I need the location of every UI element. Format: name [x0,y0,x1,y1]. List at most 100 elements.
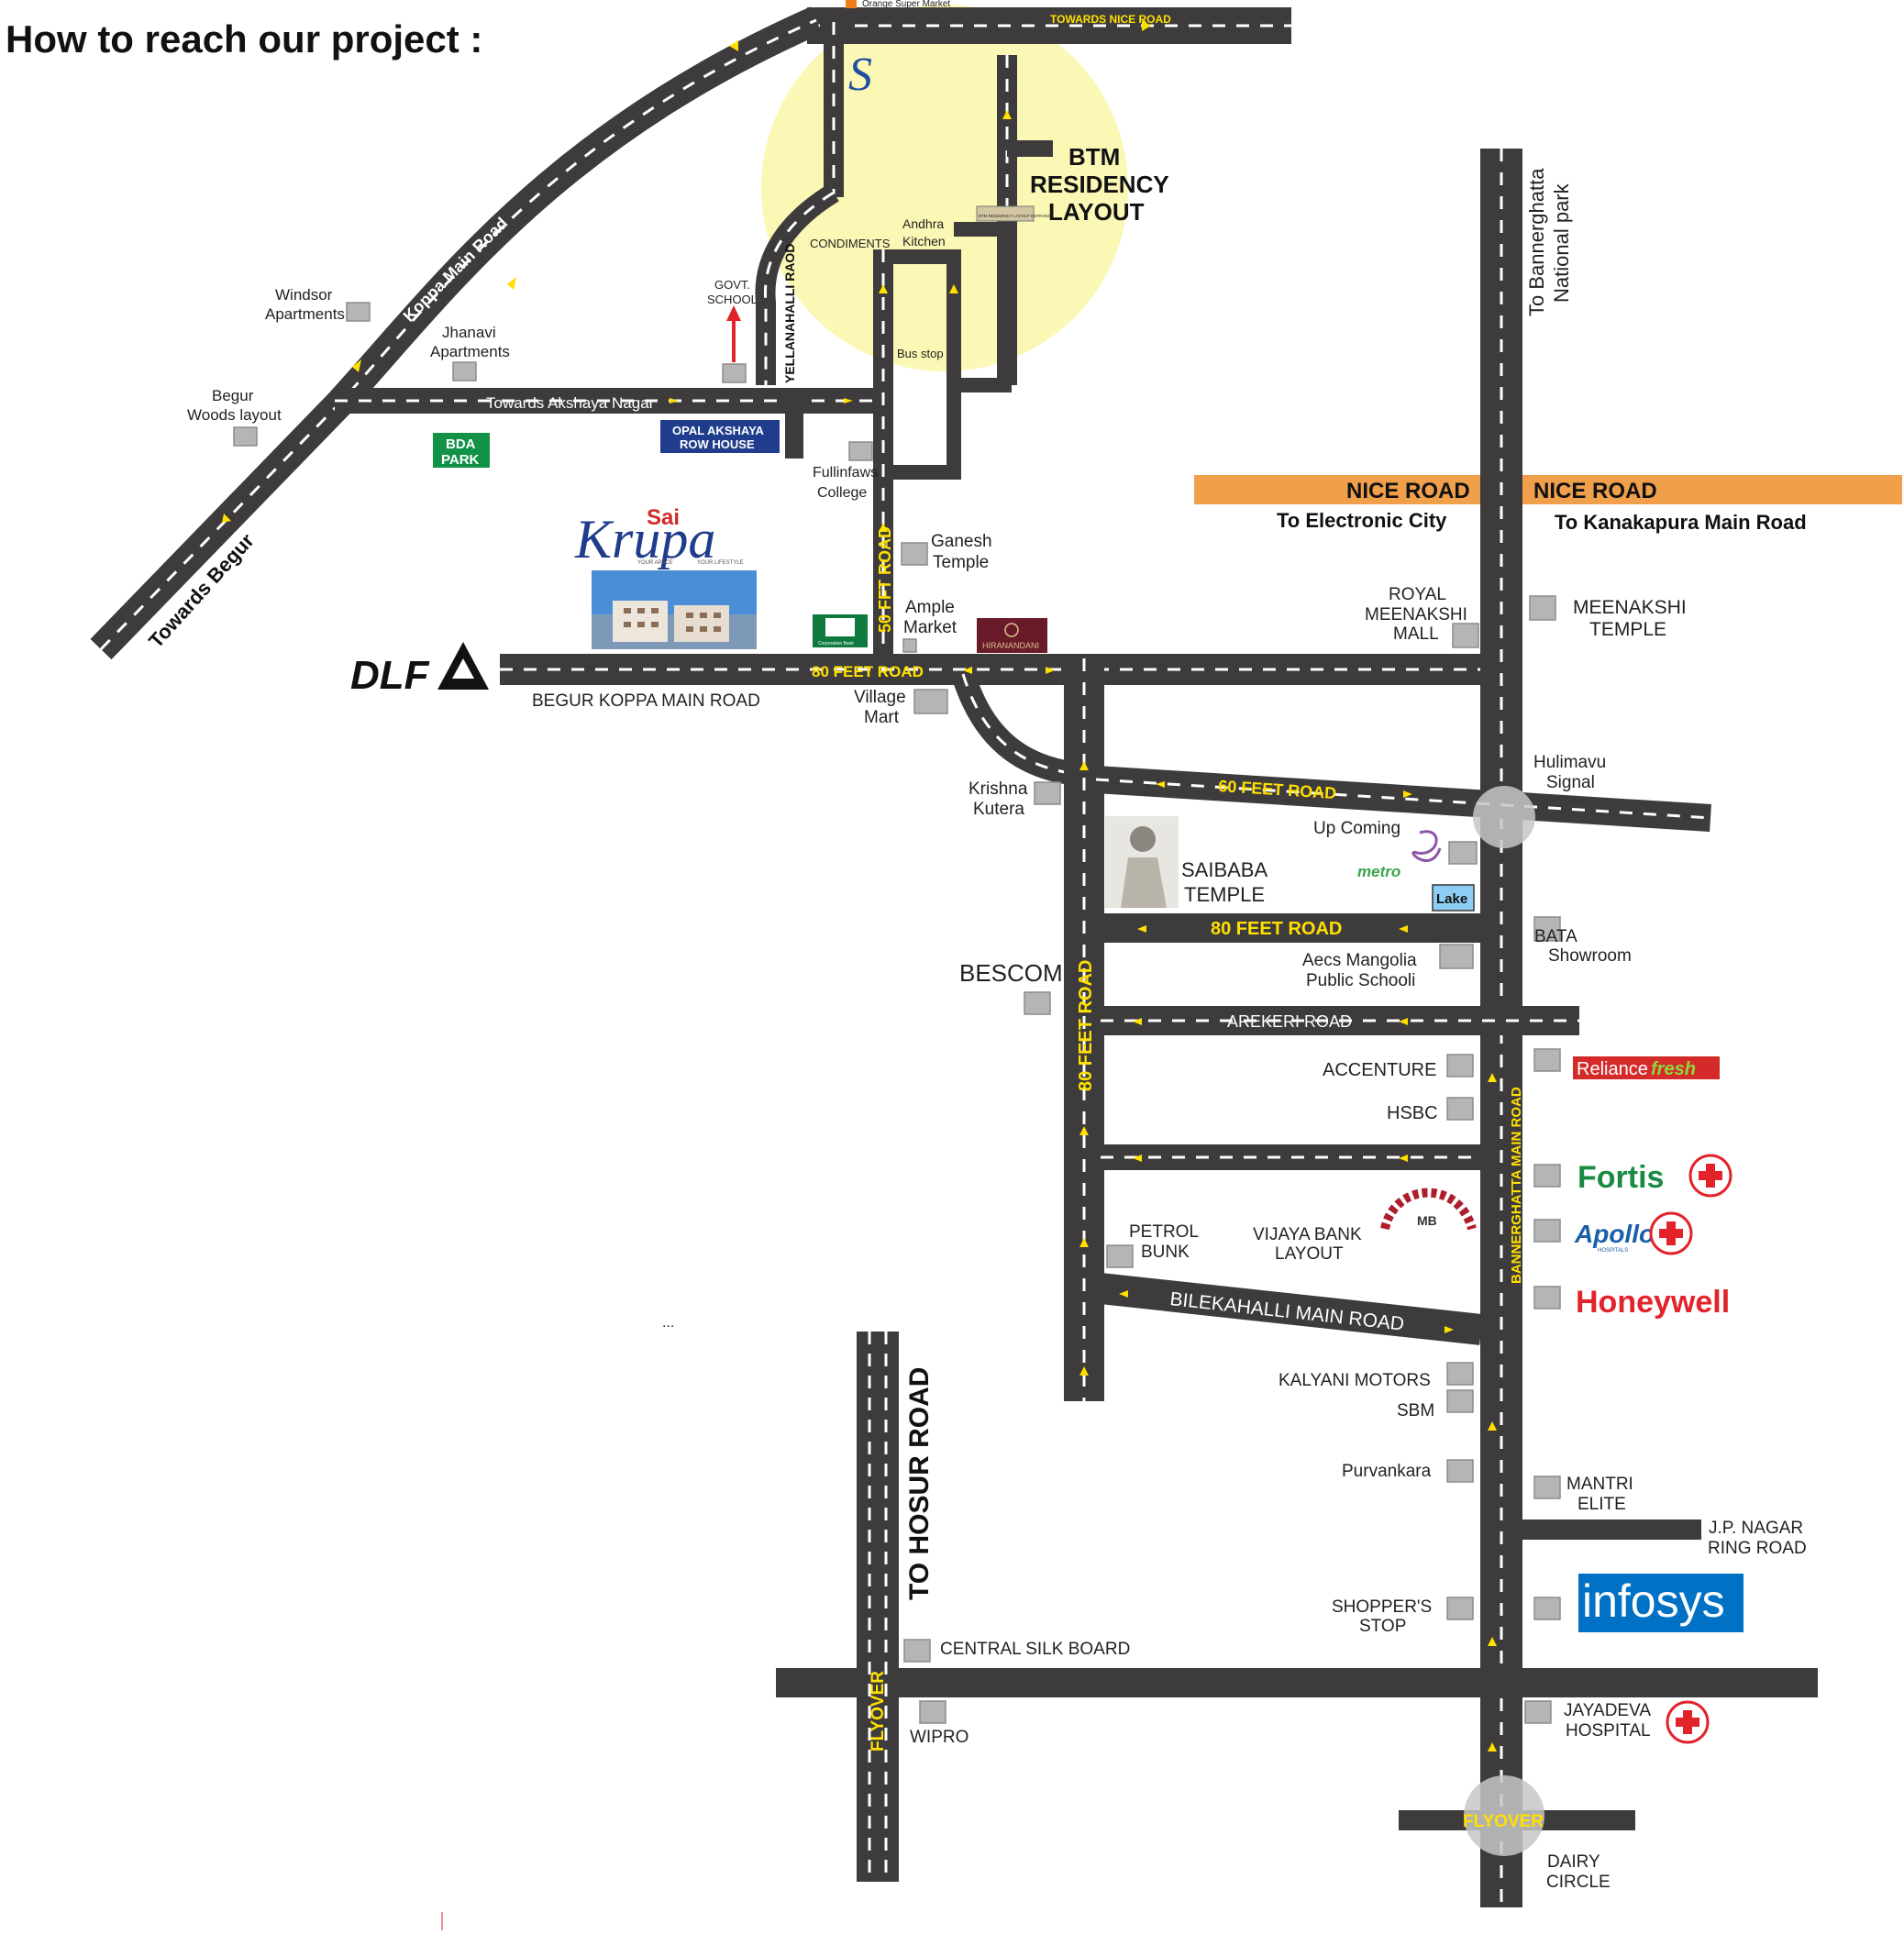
label-koppa-main-road: Koppa Main Road [400,214,512,326]
dlf-logo: DLF [350,642,489,698]
label-ganesh-2: Temple [933,553,989,572]
label-royal-2: MEENAKSHI [1365,605,1467,624]
label-dairy-2: CIRCLE [1546,1873,1611,1892]
label-bus-stop: Bus stop [897,347,944,360]
label-petrol-2: BUNK [1141,1243,1190,1262]
label-jp-2: RING ROAD [1708,1539,1807,1558]
label-mantri-2: ELITE [1577,1495,1626,1514]
label-purvankara: Purvankara [1342,1462,1432,1481]
svg-text:YOUR APACE: YOUR APACE [637,560,673,566]
bda-park-badge: BDA PARK [433,433,490,468]
label-hsbc: HSBC [1387,1103,1438,1123]
label-bata-1: BATA [1534,927,1577,946]
mb-logo: MB [1380,1188,1477,1231]
svg-text:Reliance: Reliance [1577,1059,1648,1079]
label-dots: ... [662,1315,674,1331]
label-central-silk-board: CENTRAL SILK BOARD [940,1640,1130,1659]
label-80-feet-road-vertical: 80 FEET ROAD [1076,960,1096,1091]
label-to-bannerghatta-1: To Bannerghatta [1525,168,1548,316]
corporation-bank-logo: Corporation Bank [813,614,868,647]
label-fullinfaws-2: College [817,485,867,501]
label-vijaya-1: VIJAYA BANK [1253,1225,1362,1244]
label-to-hosur-road: TO HOSUR ROAD [904,1367,935,1600]
svg-text:Krupa: Krupa [574,509,715,569]
label-yellanahalli-raod: YELLANAHALLI RAOD [782,244,797,383]
label-btm-3: LAYOUT [1048,198,1145,226]
label-andhra-2: Kitchen [902,234,946,249]
fortis-logo: Fortis [1577,1160,1664,1195]
label-hulimavu-1: Hulimavu [1533,753,1606,772]
label-fullinfaws-1: Fullinfaws [813,465,878,481]
label-ganesh-1: Ganesh [931,532,992,551]
page-title: How to reach our project : [6,17,482,61]
svg-text:BDA: BDA [446,437,476,452]
label-80-feet-road-top: 80 FEET ROAD [812,663,924,680]
svg-text:fresh: fresh [1651,1059,1696,1079]
label-to-bannerghatta-2: National park [1550,182,1573,303]
label-80-feet-road-mid: 80 FEET ROAD [1211,919,1342,939]
label-aecs-1: Aecs Mangolia [1302,951,1417,970]
label-petrol-1: PETROL [1129,1222,1199,1242]
saibaba-image [1105,816,1179,908]
opal-akshaya-badge: OPAL AKSHAYA ROW HOUSE [660,420,780,453]
label-arekeri-road: AREKERI ROAD [1227,1012,1352,1031]
hulimavu-signal-marker [1473,786,1535,848]
label-bescom: BESCOM [959,959,1063,987]
sai-krupa-logo: Sai Krupa YOUR APACE YOUR LIFESTYLE [574,505,757,649]
svg-text:Fortis: Fortis [1577,1160,1664,1195]
apollo-logo: Apollo HOSPITALS [1574,1220,1655,1254]
label-windsor-2: Apartments [265,305,345,323]
label-to-electronic-city: To Electronic City [1277,509,1447,532]
label-ample-2: Market [903,618,958,637]
svg-text:Apollo: Apollo [1574,1220,1655,1248]
label-meenakshi-1: MEENAKSHI [1573,597,1687,618]
label-begur-koppa-main-road: BEGUR KOPPA MAIN ROAD [532,691,760,711]
label-nice-road-left: NICE ROAD [1346,479,1470,503]
label-ample-1: Ample [905,598,955,617]
label-govt-2: SCHOOL [707,293,758,306]
label-krishna-2: Kutera [973,800,1024,819]
label-royal-3: MALL [1393,624,1439,644]
road-60-feet [1095,766,1711,832]
svg-text:Lake: Lake [1436,891,1467,907]
landmark-markers [233,0,1561,1724]
svg-text:HOSPITALS: HOSPITALS [1598,1248,1628,1254]
label-50-fft-road: 50 FFT ROAD [876,526,894,633]
label-upcoming: Up Coming [1313,819,1400,838]
label-vijaya-2: LAYOUT [1275,1244,1344,1264]
label-jayadeva-1: JAYADEVA [1564,1701,1651,1720]
label-towards-nice-road: TOWARDS NICE ROAD [1050,13,1171,26]
label-btm-entrance: BTM RESIDENCY LAYOUT ENTRANCE [979,214,1054,218]
label-nice-road-right: NICE ROAD [1533,479,1657,503]
apollo-red-cross-icon [1649,1211,1693,1255]
fortis-red-cross-icon [1688,1154,1732,1198]
direction-arrows [222,20,1497,1752]
svg-text:Corporation Bank: Corporation Bank [818,641,854,647]
label-meenakshi-2: TEMPLE [1589,619,1666,640]
svg-text:DLF: DLF [350,653,430,698]
svg-text:Sai: Sai [647,505,680,530]
label-metro: metro [1357,863,1400,880]
infosys-logo: infosys [1578,1574,1743,1632]
label-jp-1: J.P. NAGAR [1709,1519,1803,1538]
svg-text:YOUR LIFESTYLE: YOUR LIFESTYLE [697,560,744,566]
svg-text:HIRANANDANI: HIRANANDANI [982,641,1039,650]
label-village-2: Mart [864,708,900,727]
label-jhanavi-1: Jhanavi [442,324,496,341]
label-wipro: WIPRO [910,1728,969,1747]
btm-highlight-circle [761,5,1128,371]
label-begur-woods-2: Woods layout [187,406,282,424]
hiranandani-logo: HIRANANDANI [977,618,1047,653]
svg-text:OPAL AKSHAYA: OPAL AKSHAYA [672,424,765,437]
label-mantri-1: MANTRI [1566,1475,1633,1494]
label-govt-1: GOVT. [714,278,750,292]
svg-text:PARK: PARK [441,452,480,468]
label-saibaba-2: TEMPLE [1184,883,1265,906]
svg-text:infosys: infosys [1582,1575,1725,1627]
metro-logo-icon [1411,830,1442,862]
label-shoppers-2: STOP [1359,1617,1406,1636]
s-logo: S [848,49,872,101]
road-bilekahalli-main [1099,1273,1483,1345]
